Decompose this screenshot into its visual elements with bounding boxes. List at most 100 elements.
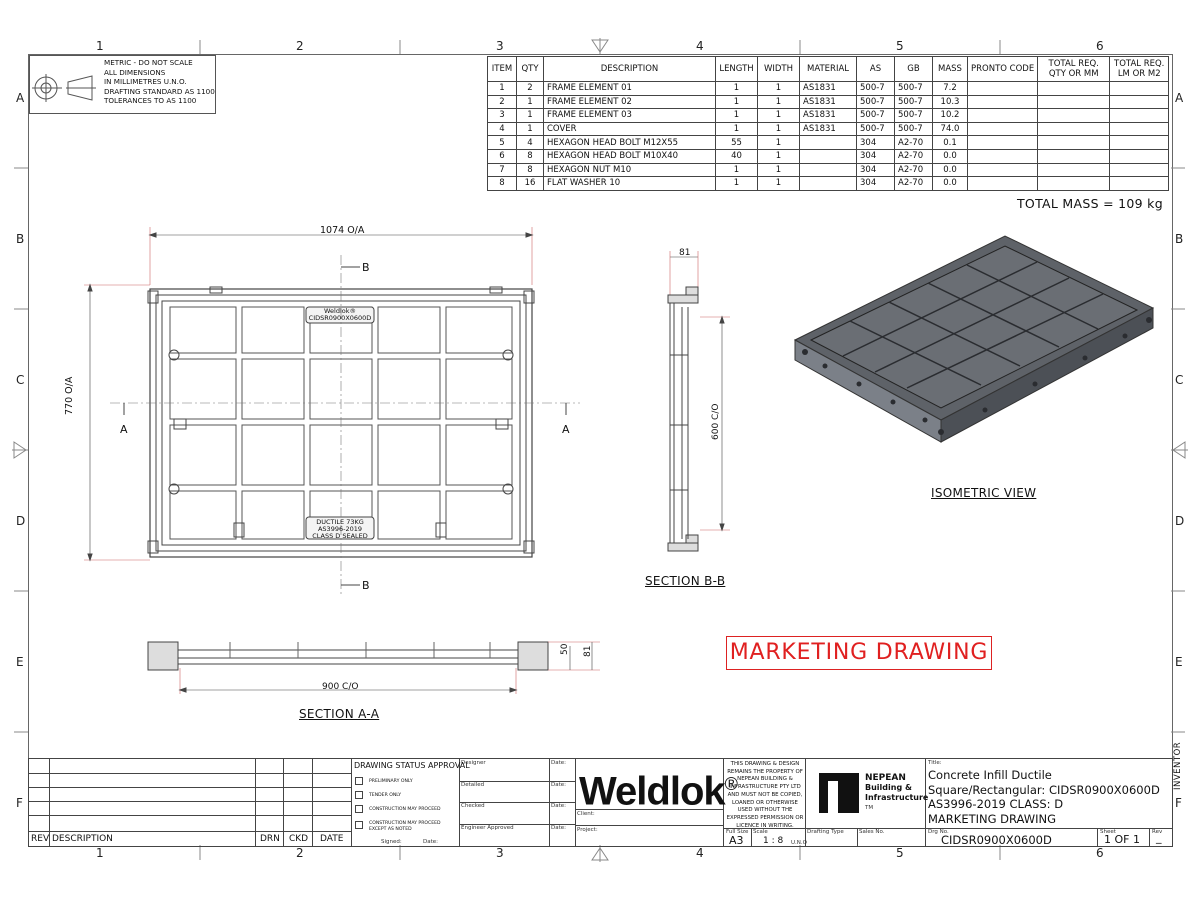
bom-cell	[1109, 81, 1170, 96]
bom-cell: 500-7	[894, 94, 933, 110]
note-line: ALL DIMENSIONS	[104, 67, 166, 77]
bom-header: MASS	[932, 56, 968, 82]
section-aa-drawing	[147, 641, 600, 694]
rev-header-drn: DRN	[260, 834, 280, 844]
note-line: DRAFTING STANDARD AS 1100	[104, 86, 215, 96]
company-line: Infrastructure	[865, 793, 929, 802]
bom-cell: 1	[715, 81, 758, 96]
rev-header-rev: REV	[31, 834, 50, 844]
zone-top-2: 2	[296, 39, 304, 53]
bom-cell: 1	[715, 176, 758, 191]
rev-value: _	[1156, 831, 1162, 844]
bom-cell: 40	[715, 148, 758, 164]
section-aa-width-dim: 900 C/O	[322, 682, 359, 692]
sheet-label: Sheet	[1100, 829, 1116, 835]
isometric-view-title: ISOMETRIC VIEW	[931, 486, 1037, 500]
bom-cell: 4	[516, 135, 544, 150]
field-date-2: Date:	[551, 782, 566, 788]
rev-header-description: DESCRIPTION	[52, 834, 113, 844]
note-line: IN MILLIMETRES U.N.O.	[104, 77, 187, 87]
bom-cell: HEXAGON NUT M10	[543, 162, 716, 178]
bom-cell: AS1831	[799, 108, 857, 123]
plan-stamp-bottom: DUCTILE 73KG AS3996-2019 CLASS D SEALED	[306, 519, 374, 540]
sales-no-label: Sales No.	[859, 829, 885, 835]
section-bb-width-dim: 81	[679, 248, 691, 258]
section-b-marker-top: B	[362, 261, 370, 274]
bom-cell: 5	[487, 135, 517, 150]
bom-cell: FRAME ELEMENT 02	[543, 94, 716, 110]
zone-bottom-4: 4	[696, 846, 704, 860]
bom-cell: 500-7	[894, 81, 933, 96]
full-size-value: A3	[729, 834, 744, 847]
rev-header-ckd: CKD	[289, 834, 309, 844]
company-name: NEPEAN Building & Infrastructure	[865, 773, 928, 803]
field-date-3: Date:	[551, 803, 566, 809]
bom-cell: 74.0	[932, 121, 968, 137]
bom-header: MATERIAL	[799, 56, 857, 82]
checkbox[interactable]	[355, 804, 363, 813]
approval-label: CONSTRUCTION MAY PROCEED EXCEPT AS NOTED	[369, 821, 441, 832]
section-b-marker-bottom: B	[362, 579, 370, 592]
bom-cell: 1	[516, 94, 544, 110]
bom-cell: A2-70	[894, 135, 933, 150]
bom-cell: 500-7	[856, 94, 895, 110]
section-aa-height-dim-50: 50	[560, 643, 570, 655]
nepean-logo-icon	[819, 773, 859, 813]
bom-cell	[1109, 94, 1170, 110]
section-a-marker-right: A	[562, 423, 570, 436]
drafting-notes-box	[29, 55, 216, 114]
ownership-notice: THIS DRAWING & DESIGN REMAINS THE PROPER…	[726, 761, 804, 829]
section-aa-height-dim-81: 81	[583, 645, 593, 657]
bom-cell: 1	[757, 135, 800, 150]
bom-cell	[1109, 108, 1170, 123]
bom-header: QTY	[516, 56, 544, 82]
bom-cell: 1	[757, 162, 800, 178]
approval-option-tender[interactable]: TENDER ONLY	[355, 789, 441, 803]
zone-bottom-6: 6	[1096, 846, 1104, 860]
zone-left-a: A	[16, 91, 25, 105]
zone-bottom-5: 5	[896, 846, 904, 860]
isometric-view-drawing	[793, 235, 1155, 443]
title-line: AS3996-2019 CLASS: D	[928, 797, 1064, 811]
bom-cell: 3	[487, 108, 517, 123]
sheet-value: 1 OF 1	[1104, 833, 1140, 846]
bom-cell	[799, 148, 857, 164]
checkbox[interactable]	[355, 790, 363, 799]
bom-cell: 8	[487, 176, 517, 191]
approval-option-construction-noted[interactable]: CONSTRUCTION MAY PROCEED EXCEPT AS NOTED	[355, 821, 441, 833]
plan-width-dim: 1074 O/A	[320, 225, 365, 236]
bom-cell: HEXAGON HEAD BOLT M12X55	[543, 135, 716, 150]
bom-cell: 1	[715, 162, 758, 178]
approval-signed: Signed:	[381, 839, 402, 845]
bom-cell: 1	[757, 94, 800, 110]
note-line: TOLERANCES TO AS 1100	[104, 96, 197, 106]
bom-cell: 1	[757, 176, 800, 191]
bom-cell: 2	[516, 81, 544, 96]
bom-cell: 6	[487, 148, 517, 164]
checkbox[interactable]	[355, 776, 363, 785]
bom-cell: AS1831	[799, 94, 857, 110]
zone-bottom-2: 2	[296, 846, 304, 860]
section-bb-title: SECTION B-B	[645, 574, 726, 588]
stamp-line: CIDSR0900X0600D	[308, 314, 372, 322]
approval-option-construction[interactable]: CONSTRUCTION MAY PROCEED	[355, 803, 441, 817]
checkbox[interactable]	[355, 821, 363, 829]
drawing-title: Concrete Infill Ductile Square/Rectangul…	[928, 768, 1160, 826]
title-line: MARKETING DRAWING	[928, 811, 1057, 826]
bom-cell: 7	[487, 162, 517, 178]
approval-option-preliminary[interactable]: PRELIMINARY ONLY	[355, 775, 441, 789]
bom-cell: FLAT WASHER 10	[543, 176, 716, 191]
section-bb-height-dim: 600 C/O	[711, 403, 721, 440]
title-line: Square/Rectangular: CIDSR0900X0600D	[928, 782, 1160, 797]
bom-cell: 1	[715, 108, 758, 123]
zone-right-a: A	[1175, 91, 1184, 105]
bom-cell: 1	[757, 81, 800, 96]
field-project: Project:	[577, 827, 598, 833]
bom-cell: 16	[516, 176, 544, 191]
bom-cell: 0.0	[932, 176, 968, 191]
bom-cell: FRAME ELEMENT 01	[543, 81, 716, 96]
